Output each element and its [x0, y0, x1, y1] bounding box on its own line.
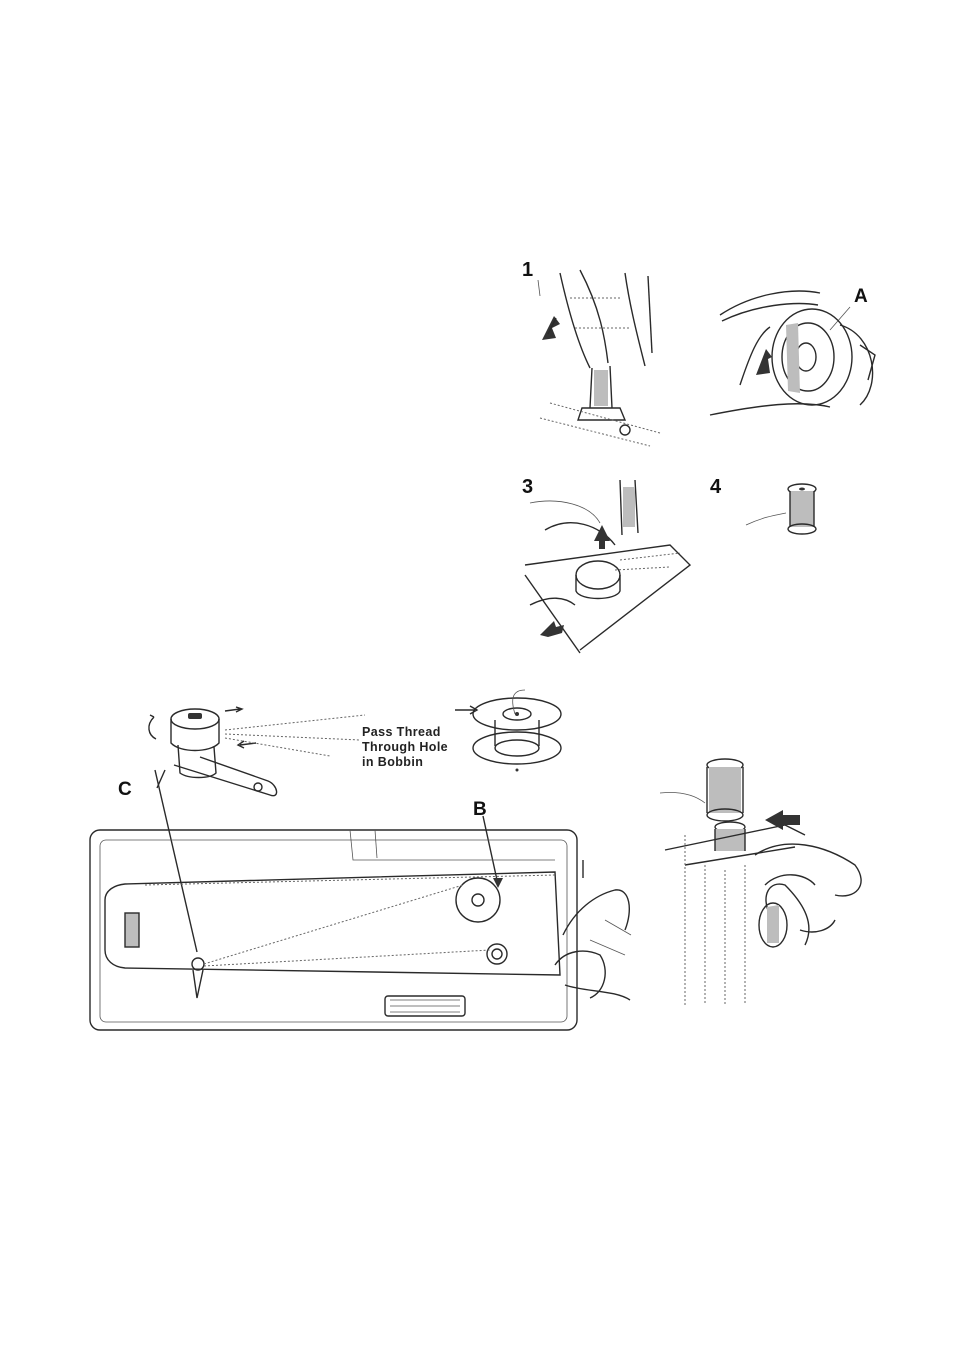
figure-step-3: 3 — [520, 475, 695, 665]
step-number-1: 1 — [522, 260, 533, 280]
bobbin-removal-illustration — [520, 475, 695, 665]
caption-line-2: Through Hole — [362, 740, 448, 755]
label-a: A — [854, 287, 868, 306]
small-bobbin-illustration — [708, 475, 848, 555]
figure-machine-top-view — [85, 760, 635, 1040]
figure-step-1: 1 — [520, 258, 670, 448]
machine-top-illustration — [85, 760, 635, 1040]
figure-step-2: A — [700, 275, 890, 445]
spool-winding-illustration — [655, 755, 875, 1005]
figure-spool-winding — [655, 755, 875, 1005]
step-number-4: 4 — [710, 477, 721, 497]
needle-illustration — [520, 258, 670, 448]
caption-line-1: Pass Thread — [362, 725, 448, 740]
thread-guide-lines — [220, 700, 370, 760]
figure-step-4: 4 — [708, 475, 848, 555]
step-number-3: 3 — [522, 477, 533, 497]
